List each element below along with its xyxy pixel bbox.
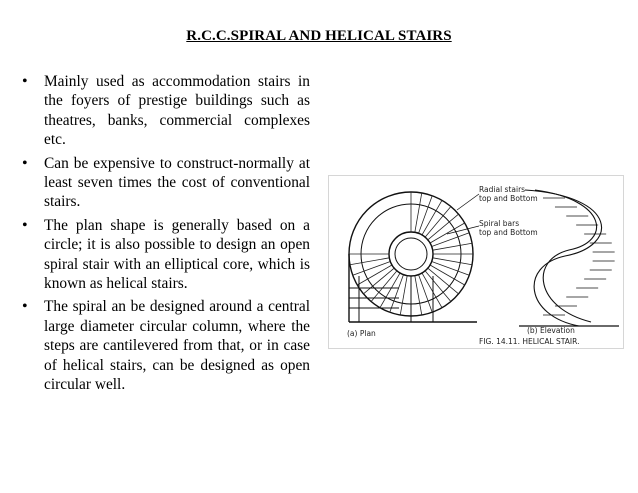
stair-tread [424, 270, 452, 302]
bullet-icon: • [22, 298, 28, 316]
stair-drawing: Radial stairs top and Bottom Spiral bars… [347, 185, 619, 346]
helical-stair-figure: Radial stairs top and Bottom Spiral bars… [328, 175, 624, 349]
stair-tread [418, 274, 433, 313]
caption-elevation: (b) Elevation [527, 326, 575, 335]
stair-tread [414, 275, 423, 316]
stair-tread [414, 192, 423, 233]
stair-tread [421, 272, 443, 308]
stair-tread [352, 261, 391, 276]
caption-plan: (a) Plan [347, 329, 376, 338]
stair-tread [427, 213, 459, 241]
radial-treads [349, 192, 473, 316]
stair-tread [379, 272, 401, 308]
figure-caption: FIG. 14.11. HELICAL STAIR. [479, 337, 579, 346]
stair-tread [431, 261, 470, 276]
bullet-item: • Mainly used as accommodation stairs in… [22, 72, 310, 150]
stair-tread [432, 242, 473, 251]
stair-tread [389, 274, 404, 313]
plan-view [348, 191, 477, 323]
bullet-text: Can be expensive to construct-normally a… [44, 154, 310, 211]
stair-tread [349, 257, 390, 266]
bullet-text: The spiral an be designed around a centr… [44, 298, 310, 394]
bullet-item: • The plan shape is generally based on a… [22, 216, 310, 294]
bullet-list: • Mainly used as accommodation stairs in… [22, 72, 310, 399]
stair-tread [431, 232, 470, 247]
stair-tread [357, 264, 393, 286]
slide-title: R.C.C.SPIRAL AND HELICAL STAIRS [186, 28, 452, 44]
bullet-text: The plan shape is generally based on a c… [44, 216, 310, 293]
stair-tread [427, 267, 459, 295]
bullet-item: • The spiral an be designed around a cen… [22, 297, 310, 394]
bullet-item: • Can be expensive to construct-normally… [22, 154, 310, 212]
bullet-icon: • [22, 73, 28, 90]
stair-tread [429, 222, 465, 244]
stair-tread [429, 264, 465, 286]
stair-tread [421, 200, 443, 236]
label-radial-2: top and Bottom [479, 194, 538, 203]
stair-tread [370, 270, 398, 302]
stair-tread [432, 257, 473, 266]
label-radial-1: Radial stairs [479, 185, 525, 194]
stair-tread [418, 195, 433, 234]
stair-tread [363, 267, 395, 295]
stair-tread [424, 206, 452, 238]
bullet-icon: • [22, 154, 28, 172]
elevation-view [519, 189, 619, 327]
stair-tread [399, 275, 408, 316]
bullet-icon: • [22, 216, 28, 234]
bullet-text: Mainly used as accommodation stairs in t… [44, 73, 310, 149]
label-spiral-1: Spiral bars [479, 219, 519, 228]
label-spiral-2: top and Bottom [479, 228, 538, 237]
